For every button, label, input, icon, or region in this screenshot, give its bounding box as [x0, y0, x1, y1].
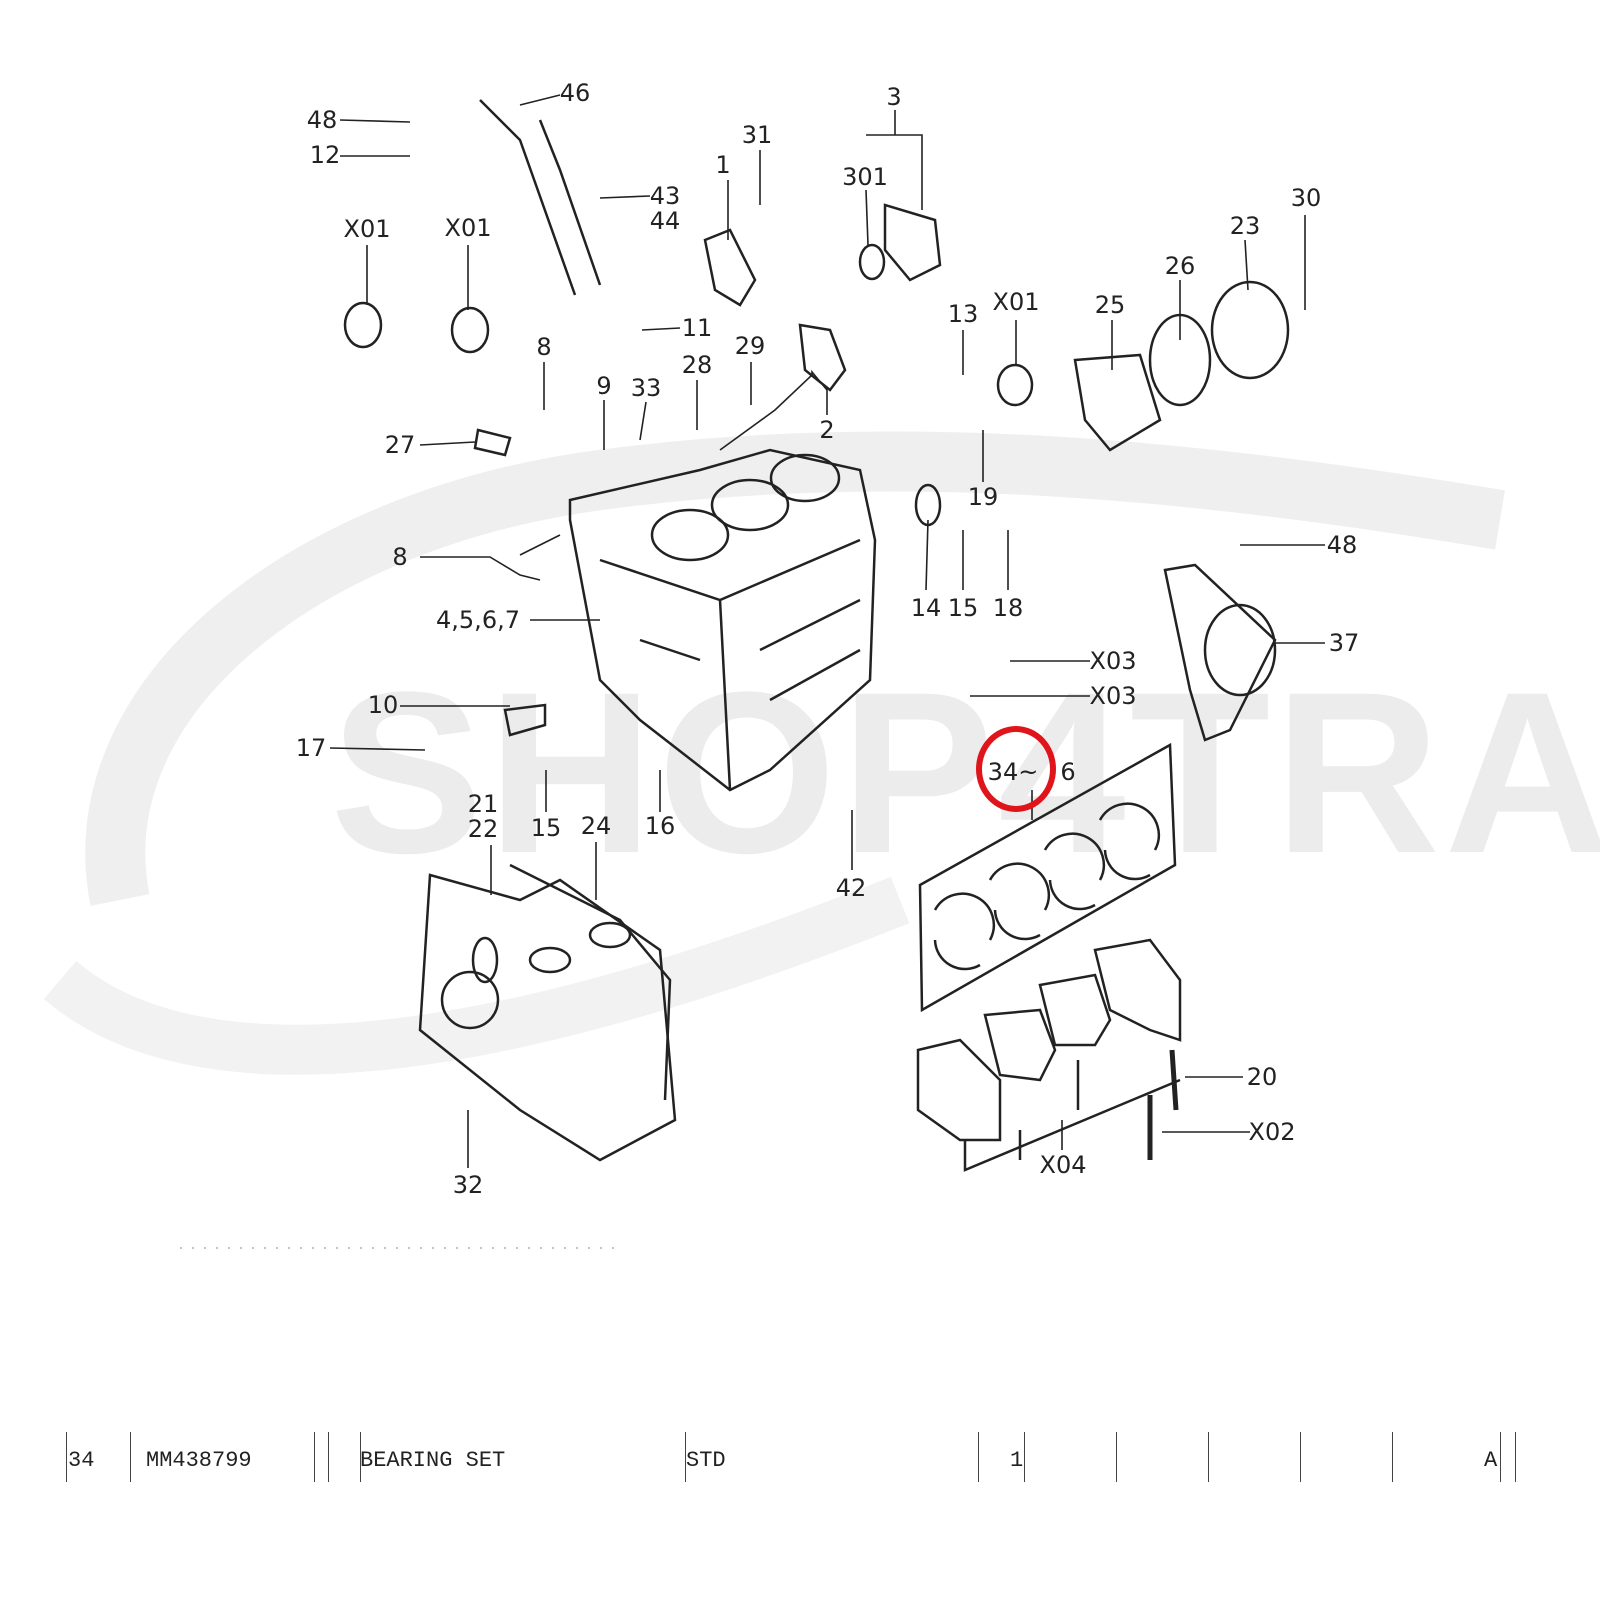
callout-label: 16: [644, 812, 676, 840]
callout-label: 48: [306, 106, 338, 134]
callout-label: 33: [630, 374, 662, 402]
plate-37: [1163, 563, 1277, 742]
callout-label: 18: [992, 594, 1024, 622]
callout-label: 32: [452, 1171, 484, 1199]
callout-label: 12: [309, 141, 341, 169]
callout-label: 14: [910, 594, 942, 622]
callout-label: 17: [295, 734, 327, 762]
bearing-set-box: [918, 742, 1177, 1013]
callout-label: 20: [1246, 1063, 1278, 1091]
callout-label: 13: [947, 300, 979, 328]
bearing-caps: [916, 938, 1182, 1172]
callout-label: 23: [1229, 212, 1261, 240]
callout-label: 43: [649, 182, 681, 210]
callout-label: 9: [596, 372, 612, 400]
callout-label: 6: [1060, 758, 1076, 786]
callout-label: 46: [559, 79, 591, 107]
callout-label: 28: [681, 351, 713, 379]
part-number: MM438799: [146, 1448, 252, 1473]
callout-label: 8: [536, 333, 552, 361]
callout-label: 26: [1164, 252, 1196, 280]
part-description: BEARING SET: [360, 1448, 506, 1473]
callout-label: X02: [1248, 1118, 1296, 1146]
callout-label: 29: [734, 332, 766, 360]
callout-label: 25: [1094, 291, 1126, 319]
callout-label: X01: [444, 214, 492, 242]
rear-plate: [418, 863, 677, 1162]
ref-number: 34: [68, 1448, 95, 1473]
code: A: [1484, 1448, 1498, 1473]
callout-label: 3: [886, 83, 902, 111]
callout-label: 301: [842, 163, 888, 191]
callout-label: 1: [715, 151, 731, 179]
highlight-circle: [976, 726, 1056, 812]
callout-label: 11: [681, 314, 713, 342]
callout-label: 15: [947, 594, 979, 622]
callout-label: 31: [741, 121, 773, 149]
callout-label: X03: [1089, 682, 1137, 710]
callout-label: 15: [530, 814, 562, 842]
callout-label: X01: [343, 215, 391, 243]
callout-label: X01: [992, 288, 1040, 316]
callout-label: 8: [392, 543, 408, 571]
callout-label: X04: [1039, 1151, 1087, 1179]
watermark: SHOP4TRAC: [330, 644, 1600, 901]
callout-label: 44: [649, 207, 681, 235]
callout-label: 37: [1328, 629, 1360, 657]
callout-label: 27: [384, 431, 416, 459]
callout-label: 42: [835, 874, 867, 902]
callout-label: 22: [467, 815, 499, 843]
callout-label: 24: [580, 812, 612, 840]
callout-label: X03: [1089, 647, 1137, 675]
callout-label: 30: [1290, 184, 1322, 212]
callout-label: 10: [367, 691, 399, 719]
callout-label: 34~: [987, 758, 1039, 786]
callout-label: 21: [467, 790, 499, 818]
cylinder-block: [568, 448, 877, 792]
callout-label: 2: [819, 416, 835, 444]
callout-label: 4,5,6,7: [436, 606, 520, 634]
quantity: 1: [1010, 1448, 1024, 1473]
callout-label: 48: [1326, 531, 1358, 559]
part-spec: STD: [686, 1448, 726, 1473]
callout-label: 19: [967, 483, 999, 511]
